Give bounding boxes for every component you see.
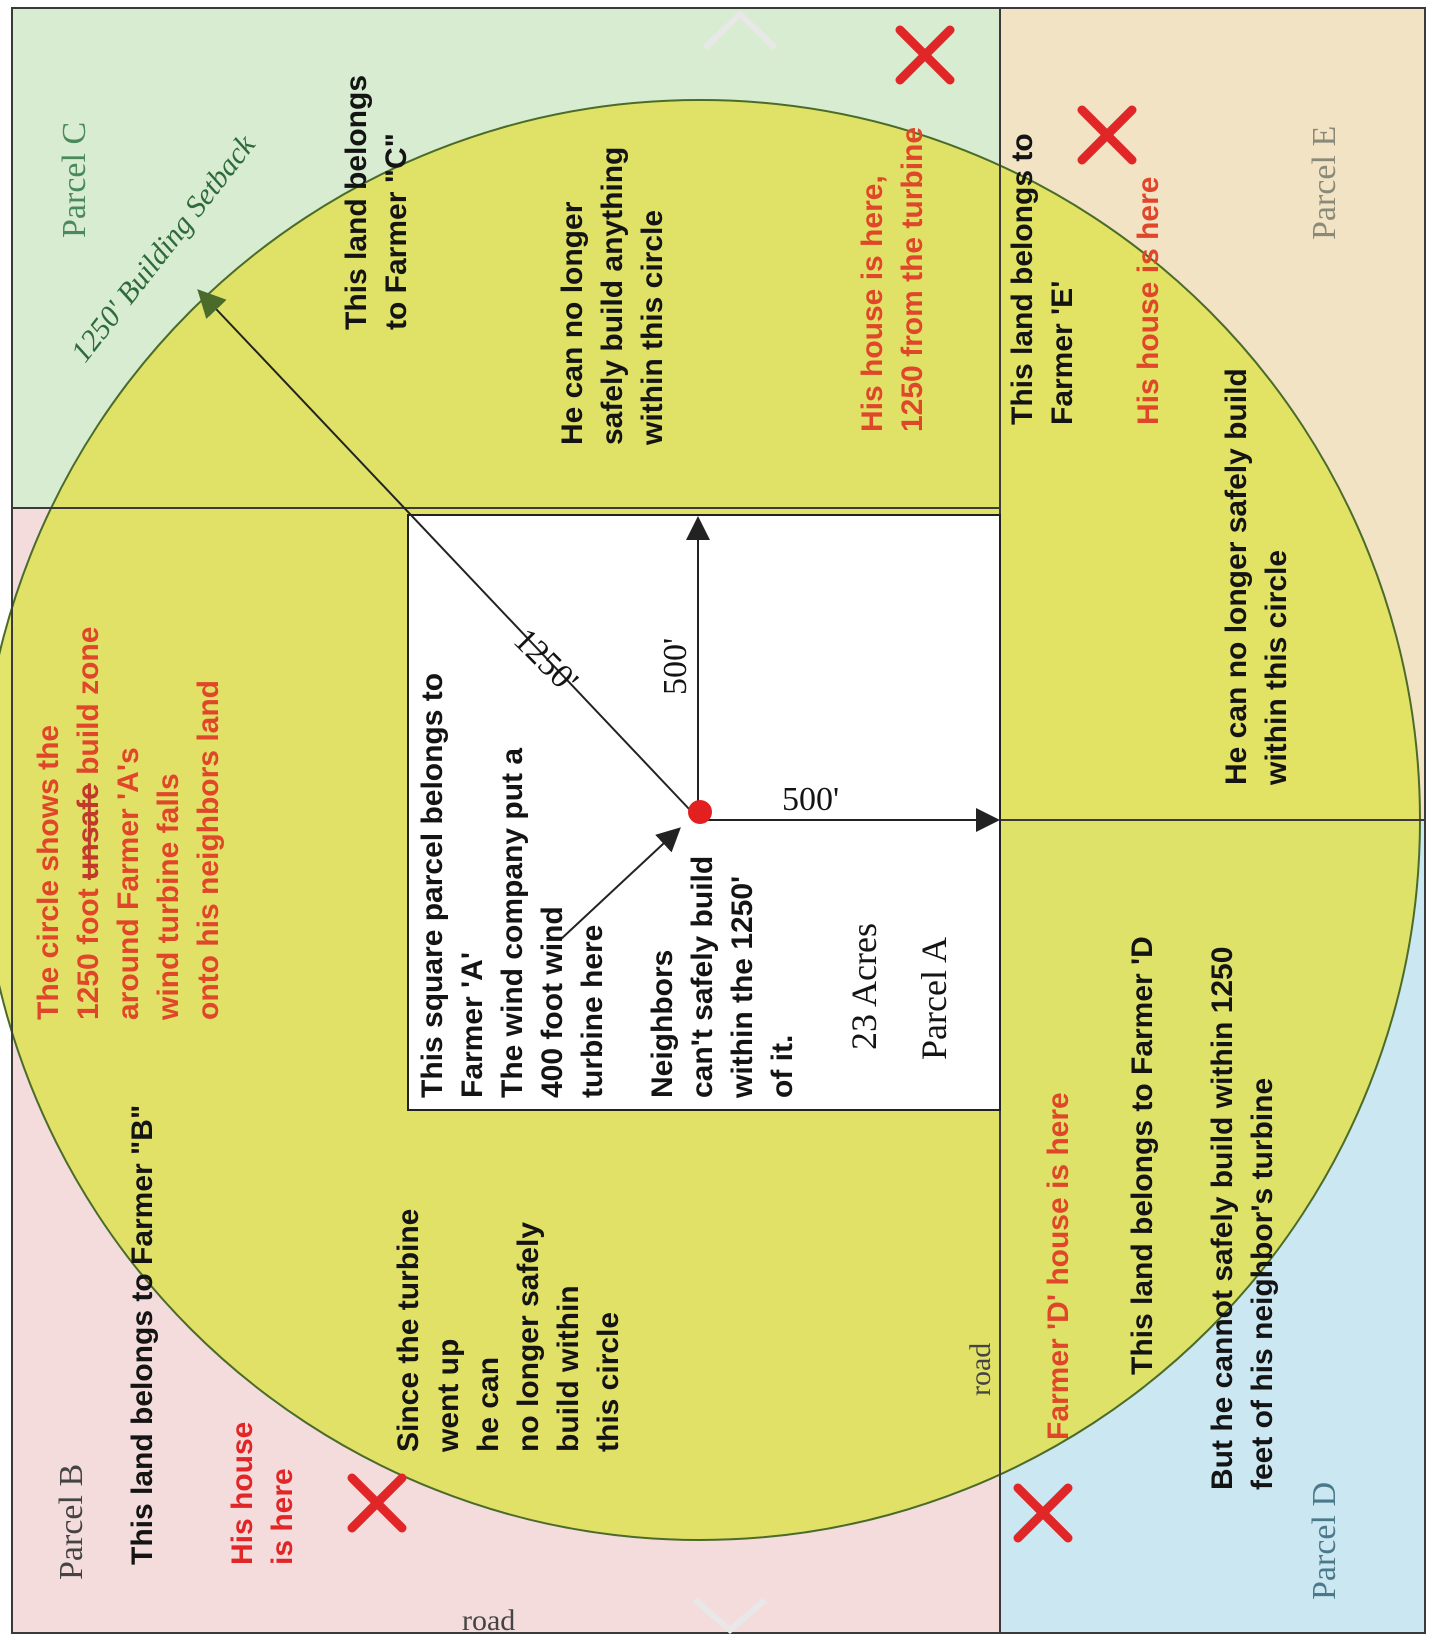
svg-text:within the 1250': within the 1250' [726, 876, 759, 1099]
road-label-bottom: road [462, 1604, 515, 1637]
parcel-a-label: Parcel A [914, 937, 954, 1060]
svg-text:build within: build within [552, 1285, 585, 1452]
svg-text:This square parcel belongs to: This square parcel belongs to [416, 673, 449, 1098]
farmer-c-no-line3: within this circle [636, 210, 669, 446]
svg-text:400 foot wind: 400 foot wind [536, 906, 569, 1098]
farmer-b-house-line2: is here [266, 1468, 299, 1565]
svg-text:turbine here: turbine here [576, 925, 609, 1098]
farmer-c-house-line1: His house is here, [856, 175, 889, 432]
dim-label-right: 500' [657, 638, 694, 695]
acres-label: 23 Acres [844, 923, 884, 1050]
svg-text:Farmer 'A': Farmer 'A' [456, 952, 489, 1098]
svg-text:he can: he can [472, 1357, 505, 1452]
farmer-d-no-line2: feet of his neighbor's turbine [1246, 1078, 1279, 1490]
dim-label-down: 500' [782, 781, 839, 818]
svg-text:Neighbors: Neighbors [646, 950, 679, 1098]
farmer-c-land-line2: to Farmer "C" [380, 133, 413, 330]
svg-text:this circle: this circle [592, 1312, 625, 1452]
farmer-e-no-line1: He can no longer safely build [1220, 368, 1253, 785]
neighbors-note: Neighbors can't safely build within the … [646, 856, 799, 1099]
circle-note-line1: The circle shows the [32, 725, 65, 1020]
parcel-e-label: Parcel E [1306, 126, 1343, 240]
farmer-b-land-text: This land belongs to Farmer "B" [126, 1105, 159, 1565]
farmer-e-no-line2: within this circle [1260, 550, 1293, 786]
svg-text:Since the turbine: Since the turbine [392, 1209, 425, 1452]
farmer-c-no-line2: safely build anything [596, 147, 629, 445]
farmer-d-house-text: Farmer 'D' house is here [1042, 1092, 1075, 1440]
svg-text:can't safely build: can't safely build [686, 856, 719, 1098]
chevron-down-icon[interactable] [693, 1597, 767, 1634]
farmer-d-no-line1: But he cannot safely build within 1250 [1206, 947, 1239, 1490]
circle-note-line4: wind turbine falls [152, 773, 185, 1021]
parcel-c-label: Parcel C [56, 122, 93, 238]
turbine-dot-icon [688, 800, 712, 824]
parcel-a-description: This square parcel belongs to Farmer 'A'… [416, 673, 609, 1098]
farmer-c-no-line1: He can no longer [556, 201, 589, 445]
x-mark-icon [1077, 105, 1137, 165]
farmer-b-since-note: Since the turbine went up he can no long… [392, 1209, 625, 1453]
farmer-d-land-text: This land belongs to Farmer 'D [1126, 936, 1159, 1375]
chevron-up-icon[interactable] [702, 9, 778, 51]
svg-text:went up: went up [432, 1339, 465, 1453]
x-mark-icon [1013, 1483, 1073, 1543]
parcel-b-label: Parcel B [53, 1464, 90, 1580]
farmer-e-land-line2: Farmer 'E' [1046, 281, 1079, 425]
circle-note-line2: 1250 foot unsafe build zone [72, 627, 105, 1020]
circle-explanation: The circle shows the 1250 foot unsafe bu… [32, 627, 225, 1021]
road-label-middle: road [964, 1343, 997, 1396]
farmer-e-house-text: His house is here [1132, 177, 1165, 425]
circle-note-line3: around Farmer 'A's [112, 747, 145, 1020]
farmer-b-house-line1: His house [226, 1422, 259, 1565]
farmer-e-land-line1: This land belongs to [1006, 133, 1039, 425]
x-mark-icon [895, 25, 955, 85]
svg-text:no longer safely: no longer safely [512, 1222, 545, 1452]
farmer-c-land-line1: This land belongs [340, 75, 373, 330]
svg-text:of it.: of it. [766, 1035, 799, 1098]
turbine-pointer-arrow [559, 827, 681, 941]
circle-note-line5: onto his neighbors land [192, 680, 225, 1020]
radius-arrow [197, 289, 691, 811]
svg-text:The wind company put a: The wind company put a [496, 748, 529, 1098]
x-mark-icon [347, 1473, 407, 1533]
parcel-d-label: Parcel D [1306, 1482, 1343, 1600]
farmer-c-house-line2: 1250 from the turbine [896, 127, 929, 432]
